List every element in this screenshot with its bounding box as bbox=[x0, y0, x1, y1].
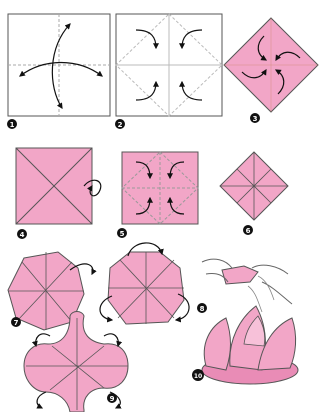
step-number: 3 bbox=[253, 115, 258, 123]
step-number: 8 bbox=[200, 305, 205, 313]
step-3-diagram bbox=[224, 18, 318, 112]
step-number: 6 bbox=[246, 227, 251, 235]
fold-arrow bbox=[37, 392, 46, 408]
step-badge-3: 3 bbox=[250, 113, 260, 123]
step-8-hands-diagram bbox=[202, 259, 292, 312]
step-number: 9 bbox=[110, 395, 115, 403]
step-number: 1 bbox=[10, 121, 15, 129]
step-number: 5 bbox=[120, 230, 125, 238]
step-badge-8: 8 bbox=[197, 303, 207, 313]
step-badge-2: 2 bbox=[115, 119, 125, 129]
step-5-diagram bbox=[122, 152, 198, 224]
step-badge-1: 1 bbox=[7, 119, 17, 129]
step-badge-4: 4 bbox=[17, 229, 27, 239]
hand-outline bbox=[248, 276, 274, 312]
step-badge-5: 5 bbox=[117, 228, 127, 238]
step-number: 2 bbox=[118, 121, 123, 129]
step-1-diagram bbox=[8, 14, 110, 116]
step-badge-7: 7 bbox=[11, 317, 21, 327]
step-badge-10: 10 bbox=[192, 369, 204, 381]
step-6-diagram bbox=[220, 152, 288, 220]
step-4-diagram bbox=[16, 148, 101, 224]
step-number: 10 bbox=[194, 373, 202, 380]
step-8-form-diagram bbox=[100, 243, 189, 324]
step-badge-9: 9 bbox=[107, 393, 117, 403]
step-number: 7 bbox=[14, 319, 19, 327]
step-2-diagram bbox=[116, 14, 222, 116]
lotus-petal bbox=[204, 318, 230, 370]
step-10-lotus-diagram bbox=[202, 306, 298, 384]
step-badge-6: 6 bbox=[243, 225, 253, 235]
step-number: 4 bbox=[20, 231, 25, 239]
